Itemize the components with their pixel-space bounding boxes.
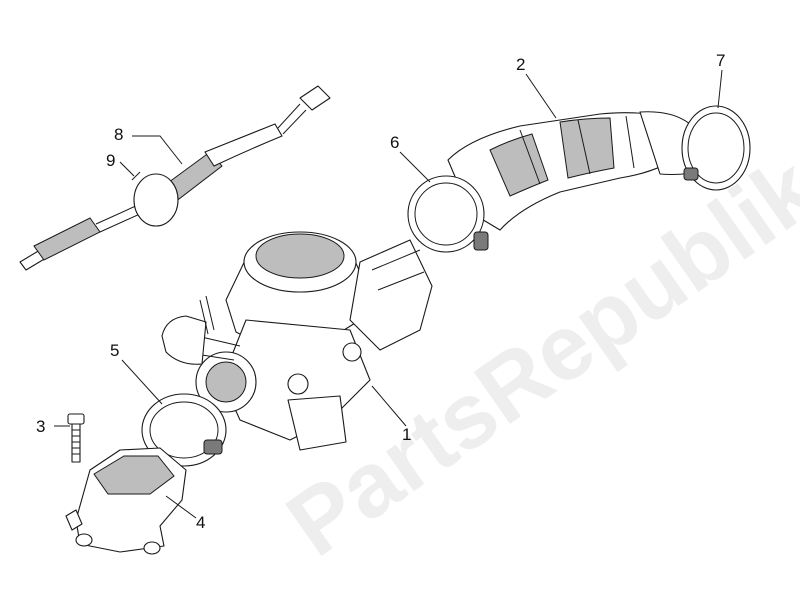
callout-9: 9 [106,151,115,170]
hose-clamp-5[interactable] [141,393,227,467]
leader-9 [119,161,135,177]
leader-6 [399,151,431,183]
leader-2 [525,73,557,119]
bolt[interactable] [67,413,85,463]
carburetor[interactable] [161,231,433,451]
callout-1: 1 [402,425,411,444]
intake-manifold[interactable] [65,447,187,555]
leader-7 [717,69,723,109]
callout-2: 2 [516,55,525,74]
callout-5: 5 [110,341,119,360]
cable-clip-ring [133,173,179,227]
intake-duct[interactable] [447,111,705,231]
callout-8: 8 [114,125,123,144]
leader-4 [165,495,197,519]
hose-clamp-6[interactable] [407,175,489,253]
callout-3: 3 [36,417,45,436]
leader-5 [121,359,163,405]
cable-assembly[interactable] [19,85,331,271]
leader-1 [371,385,407,427]
leader-8 [132,135,183,165]
leader-lines [54,69,723,519]
callout-4: 4 [196,513,205,532]
hose-clamp-7[interactable] [681,105,751,191]
callout-labels: 1 2 3 4 5 6 7 8 9 [36,51,725,532]
callout-6: 6 [390,133,399,152]
callout-7: 7 [716,51,725,70]
